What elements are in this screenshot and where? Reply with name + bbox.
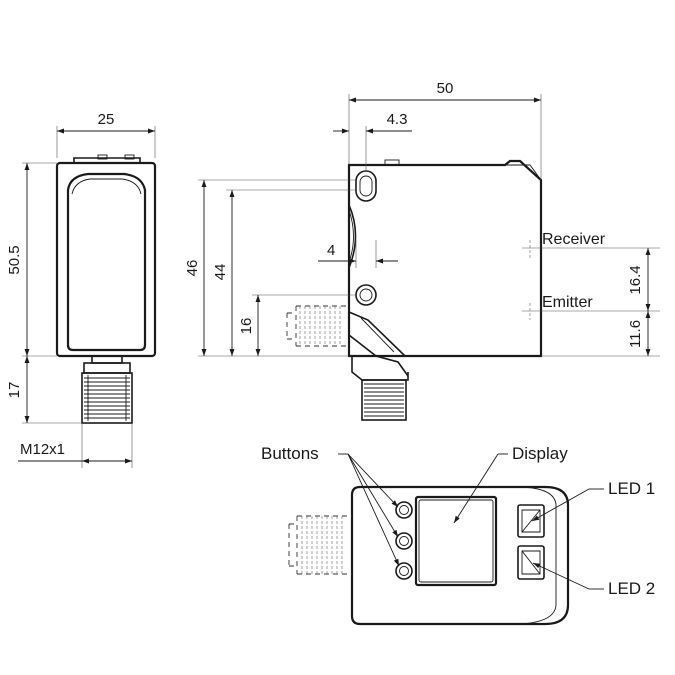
dim-side-width: 50 [437, 80, 454, 97]
dim-front-width: 25 [98, 111, 115, 128]
led1-label: LED 1 [608, 479, 655, 498]
side-connector-thread [364, 383, 404, 417]
led2-label: LED 2 [608, 579, 655, 598]
display-label: Display [512, 444, 568, 463]
dim-front-height: 50.5 [6, 245, 23, 274]
dim-side-height-inner: 44 [212, 264, 229, 281]
dim-connector-height: 16 [238, 318, 255, 335]
display-window [414, 495, 498, 587]
front-view: 25 50.5 17 M12x1 [6, 111, 157, 468]
front-connector-thread [84, 375, 130, 421]
receiver-label: Receiver [542, 231, 606, 248]
dim-hole-offset-top: 4.3 [387, 111, 408, 128]
led-2 [517, 545, 545, 580]
top-view: Buttons Display LED 1 LED 2 [261, 444, 655, 626]
button-3 [395, 562, 413, 580]
dim-emitter-height: 11.6 [627, 320, 644, 348]
dashed-thread [299, 306, 341, 346]
dim-hole-offset: 4 [327, 242, 335, 259]
dim-connector-length: 17 [6, 382, 23, 399]
led-1 [517, 504, 545, 538]
button-1 [395, 501, 413, 519]
buttons-label: Buttons [261, 444, 319, 463]
button-2 [395, 532, 413, 550]
side-view: 50 4.3 46 44 16 4 Receiver Emitter 16.4 [184, 80, 660, 421]
dim-thread: M12x1 [20, 441, 65, 458]
dim-receiver-emitter: 16.4 [627, 265, 644, 294]
top-dashed-thread [301, 516, 343, 574]
emitter-label: Emitter [542, 294, 593, 311]
dim-side-height-outer: 46 [184, 260, 201, 277]
